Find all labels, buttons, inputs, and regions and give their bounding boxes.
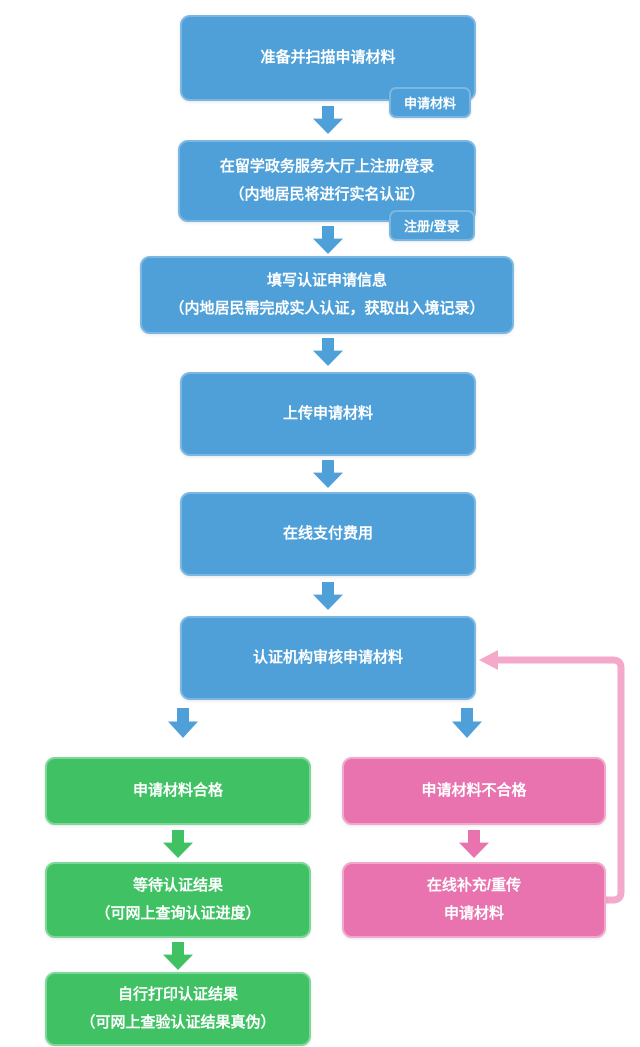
step-label: 在线补充/重传: [426, 876, 522, 894]
step-fill-application-info: 填写认证申请信息 （内地居民需完成实人认证，获取出入境记录）: [140, 256, 514, 334]
arrow-down-icon: [313, 106, 343, 134]
arrow-down-icon: [313, 338, 343, 366]
step-label: 在线支付费用: [282, 524, 373, 542]
arrow-down-icon: [459, 830, 489, 858]
step-wait-result: 等待认证结果 （可网上查询认证进度）: [45, 862, 311, 938]
step-label: 申请材料合格: [132, 781, 223, 799]
step-label: 自行打印认证结果: [117, 985, 238, 1003]
step-label: 准备并扫描申请材料: [260, 48, 396, 66]
arrow-down-icon: [313, 582, 343, 610]
step-label: 等待认证结果: [132, 876, 223, 894]
step-label: 上传申请材料: [282, 404, 373, 422]
step-sublabel: （内地居民将进行实名认证）: [229, 186, 425, 203]
step-sublabel: （可网上查验认证结果真伪）: [80, 1014, 276, 1031]
arrow-down-icon: [313, 460, 343, 488]
step-prepare-materials: 准备并扫描申请材料: [180, 15, 476, 101]
step-sublabel: （内地居民需完成实人认证，获取出入境记录）: [169, 300, 485, 317]
step-materials-unqualified: 申请材料不合格: [342, 757, 606, 825]
step-register-login: 在留学政务服务大厅上注册/登录 （内地居民将进行实名认证）: [178, 140, 476, 222]
arrow-down-right-branch-icon: [452, 708, 482, 738]
tag-register-login: 注册/登录: [389, 210, 475, 241]
step-pay-online: 在线支付费用: [180, 492, 476, 576]
arrow-down-icon: [163, 830, 193, 858]
arrow-down-left-branch-icon: [168, 708, 198, 738]
arrow-down-icon: [313, 226, 343, 254]
step-sublabel: 申请材料: [443, 905, 504, 922]
step-upload-materials: 上传申请材料: [180, 372, 476, 456]
step-agency-review: 认证机构审核申请材料: [180, 616, 476, 700]
step-label: 填写认证申请信息: [266, 271, 387, 289]
step-resubmit-materials: 在线补充/重传 申请材料: [342, 862, 606, 938]
step-print-result: 自行打印认证结果 （可网上查验认证结果真伪）: [45, 972, 311, 1046]
step-label: 在留学政务服务大厅上注册/登录: [219, 157, 435, 175]
step-label: 申请材料不合格: [421, 781, 527, 799]
tag-application-materials: 申请材料: [389, 87, 472, 118]
loop-arrowhead-icon: [479, 650, 498, 670]
step-sublabel: （可网上查询认证进度）: [95, 905, 261, 922]
step-materials-qualified: 申请材料合格: [45, 757, 311, 825]
arrow-down-icon: [163, 942, 193, 970]
step-label: 认证机构审核申请材料: [252, 648, 403, 666]
